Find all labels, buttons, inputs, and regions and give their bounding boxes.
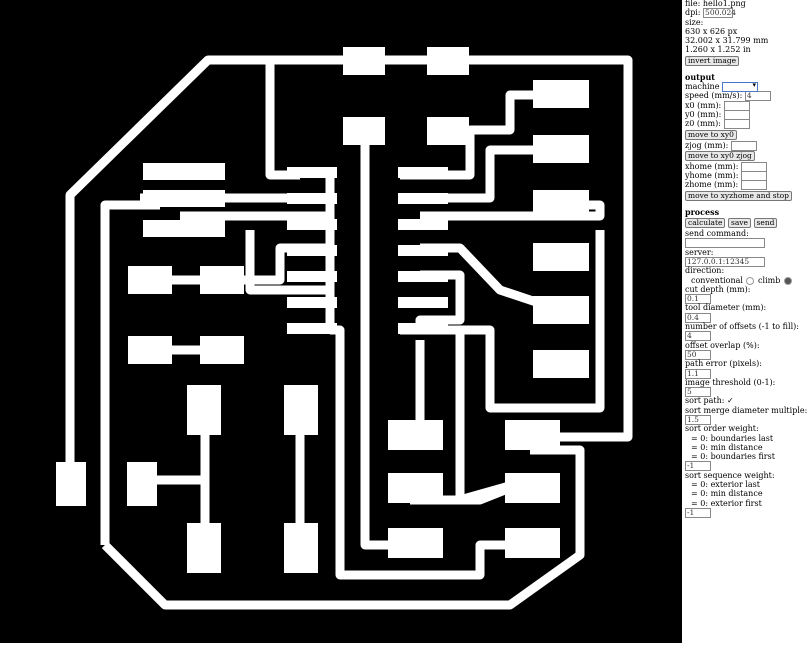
path-error-label: path error (pixels): [685, 359, 762, 369]
send-command-label: send command: [685, 229, 749, 239]
machine-row: machine [685, 81, 791, 93]
control-panel: file: hello1.png dpi: 500.024 size: 630 … [685, 0, 807, 643]
xhome-row: xhome (mm): [685, 161, 791, 172]
z0-input[interactable] [723, 119, 750, 130]
y0-label: y0 (mm): [685, 109, 722, 119]
sort-seq-label: sort sequence weight: [685, 470, 775, 480]
sort-merge-input[interactable]: 1.5 [685, 414, 711, 425]
calculate-button[interactable]: calculate [685, 218, 726, 229]
sort-merge-label: sort merge diameter multiple: [685, 405, 807, 415]
direction-options: conventional climb [685, 275, 792, 285]
zhome-label: zhome (mm): [685, 180, 739, 190]
size-in: 1.260 x 1.252 in [685, 45, 751, 55]
server-input[interactable]: 127.0.0.1:12345 [685, 256, 765, 267]
move-xy0-button[interactable]: move to xy0 [685, 129, 737, 140]
move-home-button[interactable]: move to xyzhome and stop [685, 190, 792, 201]
zhome-row: zhome (mm): [685, 180, 791, 191]
path-error-input[interactable]: 1.1 [685, 368, 711, 379]
dpi-row: dpi: 500.024 [685, 8, 791, 19]
speed-row: speed (mm/s): 4 [685, 91, 791, 102]
xhome-label: xhome (mm): [685, 161, 739, 171]
conventional-label: conventional [691, 275, 743, 285]
sort-order-opt3: = 0: boundaries first [691, 452, 775, 462]
z0-row: z0 (mm): [685, 119, 791, 130]
offsets-input[interactable]: 4 [685, 331, 711, 342]
x0-label: x0 (mm): [685, 100, 722, 110]
sort-path-label: sort path: [685, 396, 725, 406]
conventional-radio[interactable] [746, 276, 755, 285]
invert-image-button[interactable]: invert image [685, 55, 740, 66]
speed-label: speed (mm/s): [685, 91, 743, 101]
sort-seq-opt1: = 0: exterior last [691, 480, 760, 490]
zjog-row: zjog (mm): [685, 140, 791, 151]
send-command-input[interactable] [685, 238, 765, 249]
zjog-label: zjog (mm): [685, 140, 729, 150]
size-mm: 32.002 x 31.799 mm [685, 36, 769, 46]
sort-seq-input[interactable]: -1 [685, 507, 711, 518]
dpi-label: dpi: [685, 8, 701, 18]
zhome-input[interactable] [740, 180, 767, 191]
pcb-traces [56, 47, 633, 610]
x0-row: x0 (mm): [685, 100, 791, 111]
y0-row: y0 (mm): [685, 109, 791, 120]
move-xy0-zjog-button[interactable]: move to xy0 zjog [685, 150, 755, 161]
sort-order-input[interactable]: -1 [685, 461, 711, 472]
cut-depth-label: cut depth (mm): [685, 284, 751, 294]
zjog-input[interactable] [730, 140, 757, 151]
sort-seq-opt2: = 0: min distance [691, 489, 763, 499]
file-name: file: hello1.png [685, 0, 746, 8]
size-px: 630 x 626 px [685, 26, 738, 36]
threshold-label: image threshold (0-1): [685, 377, 776, 387]
machine-select[interactable] [721, 81, 758, 93]
sort-order-label: sort order weight: [685, 424, 759, 434]
threshold-input[interactable]: 5 [685, 387, 711, 398]
sort-seq-opt3: = 0: exterior first [691, 498, 762, 508]
cut-depth-input[interactable]: 0.1 [685, 294, 711, 305]
pcb-image-canvas [0, 0, 682, 643]
sort-path-row: sort path: ✓ [685, 396, 791, 405]
save-button[interactable]: save [727, 218, 751, 229]
climb-radio[interactable] [783, 276, 792, 285]
sort-order-opt1: = 0: boundaries last [691, 433, 774, 443]
yhome-label: yhome (mm): [685, 171, 739, 181]
direction-label: direction: [685, 266, 725, 276]
climb-label: climb [758, 275, 781, 285]
send-button[interactable]: send [753, 218, 778, 229]
overlap-label: offset overlap (%): [685, 340, 760, 350]
tool-diameter-input[interactable]: 0.4 [685, 312, 711, 323]
offsets-label: number of offsets (-1 to fill): [685, 322, 799, 332]
server-label: server: [685, 247, 714, 257]
dpi-input[interactable]: 500.024 [703, 8, 737, 19]
overlap-input[interactable]: 50 [685, 349, 711, 360]
sort-order-opt2: = 0: min distance [691, 442, 763, 452]
z0-label: z0 (mm): [685, 119, 721, 129]
tool-diameter-label: tool diameter (mm): [685, 303, 767, 313]
output-heading: output [685, 71, 715, 82]
sort-path-checkbox[interactable]: ✓ [727, 396, 734, 406]
machine-label: machine [685, 82, 720, 92]
size-label: size: [685, 17, 704, 27]
yhome-row: yhome (mm): [685, 171, 791, 182]
process-heading: process [685, 206, 720, 217]
